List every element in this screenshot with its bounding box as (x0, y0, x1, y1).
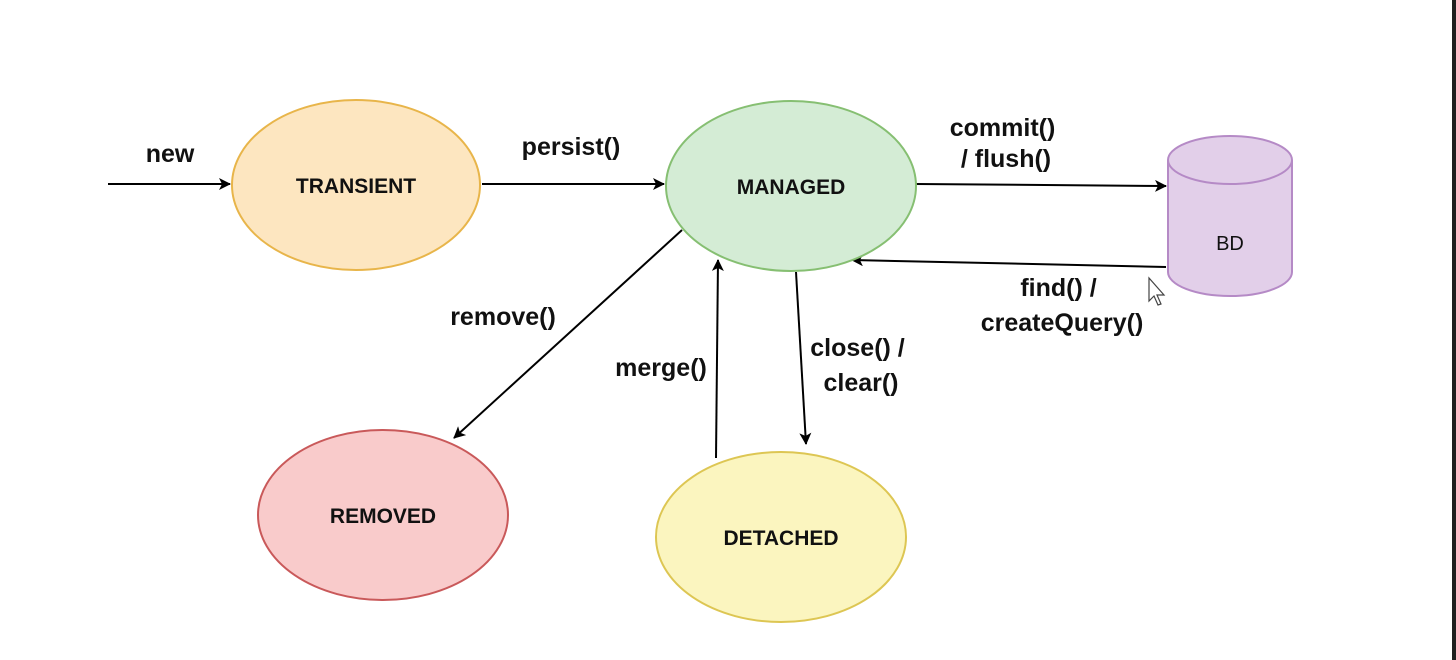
node-bd-label: BD (1216, 233, 1244, 255)
node-managed-label: MANAGED (737, 176, 846, 199)
node-removed-label: REMOVED (330, 505, 436, 528)
node-transient-label: TRANSIENT (296, 175, 416, 198)
edge-commit-label-line2: / flush() (961, 145, 1051, 173)
edge-find (851, 254, 1167, 268)
edge-close-label-line2: clear() (823, 369, 898, 397)
node-bd-database: BD (1167, 135, 1293, 297)
edge-close-label: close() / clear() (810, 334, 911, 397)
edge-merge-label: merge() (615, 354, 707, 382)
edge-merge (711, 259, 724, 459)
edge-find-label-line2: createQuery() (981, 309, 1144, 337)
mouse-cursor-icon (1148, 276, 1166, 306)
edge-commit-label: commit() / flush() (950, 114, 1063, 173)
node-detached-label: DETACHED (723, 527, 838, 550)
edge-commit-label-line1: commit() (950, 114, 1056, 142)
edge-close-label-line1: close() / (810, 334, 905, 362)
edge-find-label-line1: find() / (1020, 274, 1096, 302)
edge-new-label: new (146, 140, 195, 168)
node-managed: MANAGED (665, 100, 917, 272)
window-edge (1452, 0, 1456, 660)
node-transient: TRANSIENT (231, 99, 481, 271)
edge-commit (915, 179, 1167, 192)
edge-remove (453, 229, 683, 439)
edge-persist-label: persist() (522, 133, 621, 161)
edge-find-label: find() / createQuery() (981, 274, 1144, 337)
edge-remove-label: remove() (450, 303, 556, 331)
node-detached: DETACHED (655, 451, 907, 623)
node-removed: REMOVED (257, 429, 509, 601)
edge-close (795, 271, 812, 445)
